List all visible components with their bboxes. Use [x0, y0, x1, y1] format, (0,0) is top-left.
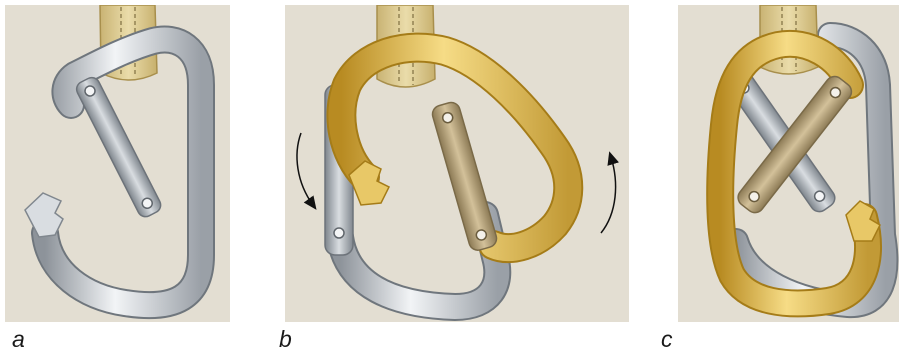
panel-a — [5, 5, 230, 322]
curved-arrow-icon — [601, 157, 616, 233]
panel-label-c: c — [661, 327, 673, 351]
curved-arrow-icon — [297, 133, 313, 205]
gold-carabiner-icon — [341, 48, 568, 253]
panel-label-a: a — [12, 327, 25, 351]
panel-b — [285, 5, 629, 322]
panel-c — [678, 5, 899, 322]
silver-carabiner-icon — [25, 40, 201, 306]
panel-label-b: b — [279, 327, 292, 351]
